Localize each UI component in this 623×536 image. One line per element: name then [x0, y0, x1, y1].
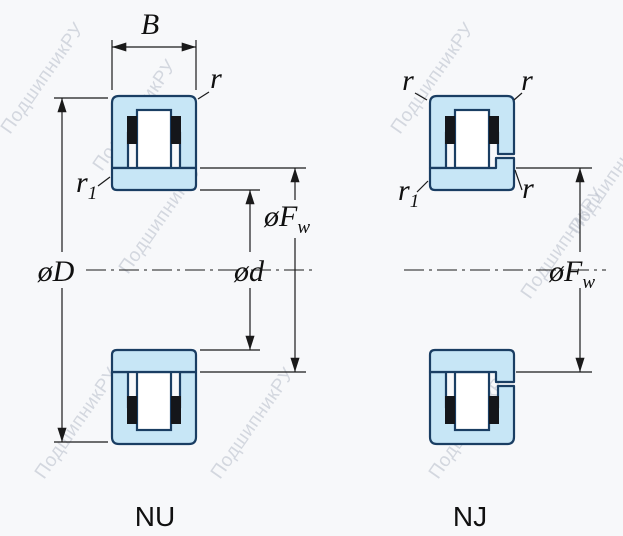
nu-view: B r r1 øD ød øFw NU: [37, 8, 314, 532]
raceway-base: øF: [263, 200, 298, 233]
b-dimension-label: B: [141, 8, 159, 41]
raceway-subscript: w: [297, 217, 310, 238]
r1-corner-label: r1: [76, 166, 97, 204]
nj-flange-r-label: r: [522, 172, 534, 205]
nj-r1-base: r: [398, 174, 410, 207]
nj-cage-top-right: [489, 116, 499, 144]
raceway-dimension-label: øFw: [263, 200, 310, 238]
nj-inner-ring-bottom: [428, 348, 516, 384]
nj-cage-bottom-right: [489, 396, 499, 424]
nu-cage-top-left: [127, 116, 137, 144]
nj-r1-label: r1: [398, 174, 419, 212]
nu-cage-bottom-left: [127, 396, 137, 424]
r1-leader-line: [97, 176, 111, 187]
nj-roller-bottom: [453, 370, 491, 432]
watermark-text: ПодшипникРУ: [207, 364, 299, 483]
r-corner-label: r: [210, 62, 222, 95]
nu-cage-bottom-right: [171, 396, 181, 424]
nj-cage-top-left: [445, 116, 455, 144]
d-outer-dimension-label: øD: [37, 255, 75, 288]
nj-raceway-dimension-label: øFw: [548, 255, 595, 293]
nu-inner-ring-top: [110, 166, 198, 192]
watermark-text: ПодшипникРУ: [31, 364, 123, 483]
nj-flange-r-leader: [514, 169, 523, 191]
nj-raceway-subscript: w: [582, 272, 595, 293]
r-leader-line: [197, 91, 210, 100]
watermark-text: ПодшипникРУ: [0, 19, 89, 138]
bore-dimension-label: ød: [233, 255, 265, 288]
nj-r1-leader: [416, 180, 429, 193]
nj-r-left-label: r: [402, 64, 414, 97]
r1-base: r: [76, 166, 88, 199]
nu-caption: NU: [135, 501, 175, 532]
nu-roller-bottom: [135, 370, 173, 432]
watermark-text: ПодшипникРУ: [565, 119, 623, 238]
nu-roller-top: [135, 108, 173, 170]
nj-inner-ring-top: [428, 156, 516, 192]
nj-r1-subscript: 1: [410, 191, 420, 212]
nu-cage-top-right: [171, 116, 181, 144]
nj-roller-top: [453, 108, 491, 170]
nj-r-right-label: r: [521, 64, 533, 97]
nj-r-left-leader: [414, 92, 428, 101]
nj-view: r r r1 r øFw NJ: [398, 64, 606, 532]
nu-inner-ring-bottom: [110, 348, 198, 374]
r1-subscript: 1: [88, 183, 98, 204]
nj-r-right-leader: [513, 92, 523, 101]
nj-cage-bottom-left: [445, 396, 455, 424]
nj-raceway-base: øF: [548, 255, 583, 288]
nj-caption: NJ: [453, 501, 487, 532]
